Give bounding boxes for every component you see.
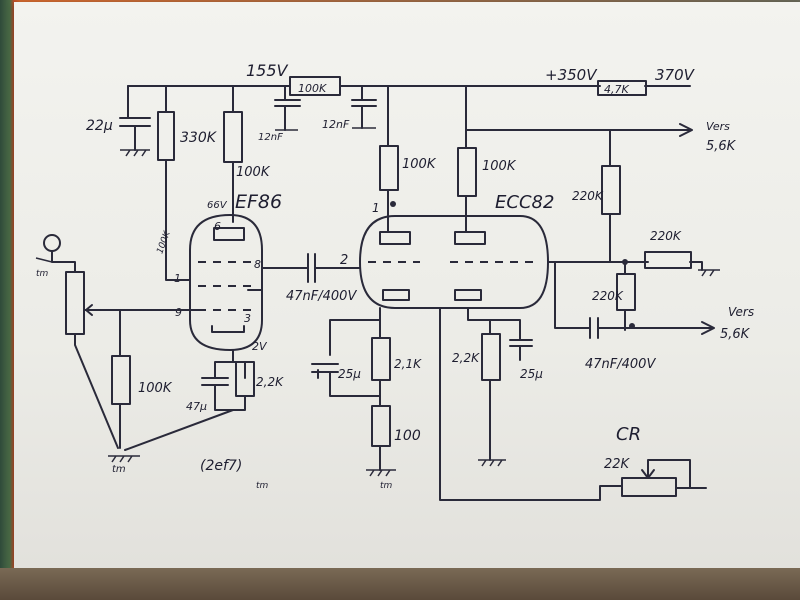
arrow-out-bottom-icon	[701, 321, 715, 335]
label-100-ohm: 100	[394, 428, 421, 444]
label-350v: +350V	[545, 66, 598, 84]
pot-wiper	[647, 459, 691, 489]
ecc82-anode-b	[454, 231, 486, 245]
label-cr: CR	[616, 424, 641, 445]
label-2k2-ecc: 2,2K	[452, 351, 480, 365]
ecc82-envelope	[359, 215, 549, 309]
label-47nf-out: 47nF/400V	[585, 357, 656, 372]
resistor-ecc82-cathode-b	[481, 333, 501, 381]
coupling-capacitor: 47nF/400V 2	[261, 253, 361, 304]
resistor-220k-c	[616, 273, 636, 311]
ef86-envelope	[189, 214, 263, 351]
ecc82-stage: 100K 1 100K ECC82 Vers 5,6K	[311, 85, 737, 501]
label-12nf-b: 12nF	[322, 118, 350, 131]
label-ground-2ef7: tm	[256, 481, 269, 491]
resistor-ef86-grid	[111, 355, 131, 405]
label-25u-b: 25µ	[520, 367, 543, 381]
resistor-4k7	[597, 80, 647, 96]
resistor-100-ohm	[371, 405, 391, 447]
arrow-out-top-icon	[679, 123, 693, 137]
label-ground-ecc-a: tm	[380, 481, 393, 491]
label-pin-8: 8	[254, 258, 261, 271]
output-section: 220K 220K 220K 47nF/400V Vers 5,6K	[547, 129, 754, 372]
resistor-330k	[157, 111, 175, 161]
potentiometer-cr	[621, 477, 677, 497]
label-220k-c: 220K	[592, 289, 624, 303]
table-edge	[0, 568, 800, 600]
label-out-top-val: 5,6K	[706, 139, 737, 154]
label-4k7: 4,7K	[604, 83, 629, 96]
supply-rail: 155V 100K +350V 4,7K 370V	[127, 61, 696, 96]
resistor-ecc82-cathode-a	[371, 337, 391, 381]
label-100k-grid: 100K	[138, 381, 173, 396]
ecc82-cathode-a	[382, 289, 410, 301]
decoupling-left: 22µ 330K 12nF 12nF	[86, 85, 377, 176]
resistor-220k-a	[601, 165, 621, 215]
label-out-top: Vers	[706, 120, 730, 133]
label-220k-b: 220K	[650, 229, 682, 243]
label-22k-pot: 22K	[604, 457, 631, 472]
label-220k-a: 220K	[572, 189, 604, 203]
potentiometer-input	[65, 271, 85, 335]
label-2v: 2V	[252, 340, 268, 353]
ef86-stage: 100K 66V EF86 6 1 8 9 3 2V 100K	[84, 85, 284, 491]
wiper-arrow-icon	[85, 304, 101, 316]
label-2k2-ef86: 2,2K	[256, 375, 284, 389]
label-2ef7: (2ef7)	[200, 458, 242, 474]
resistor-ef86-plate	[223, 111, 243, 163]
label-ground-ef86: tm	[112, 464, 126, 475]
label-155v: 155V	[246, 61, 289, 80]
resistor-220k-b	[644, 251, 692, 269]
label-pin-3: 3	[244, 312, 251, 325]
ecc82-anode-a	[379, 231, 411, 245]
label-100k-supply: 100K	[298, 82, 327, 95]
label-ground-input: tm	[36, 269, 49, 279]
label-pin-2: 2	[340, 253, 348, 268]
label-pin-9: 9	[175, 306, 182, 319]
ef86-cathode	[211, 325, 245, 333]
label-66v: 66V	[207, 200, 228, 211]
cr-control: CR 22K	[604, 424, 707, 497]
label-pin-6: 6	[214, 220, 221, 233]
label-100k-vertical: 100K	[155, 229, 173, 255]
label-370v: 370V	[655, 66, 696, 84]
ecc82-cathode-b	[454, 289, 482, 301]
input-jack-icon	[43, 234, 61, 252]
label-ef86-plate: 100K	[236, 165, 271, 180]
label-330k: 330K	[180, 130, 218, 146]
label-ecc82-pin1: 1	[372, 201, 380, 215]
label-ecc82-plate-b: 100K	[482, 159, 517, 174]
label-47nf-coupling: 47nF/400V	[286, 289, 357, 304]
input-volume-pot: tm tm	[35, 234, 140, 475]
label-ecc82: ECC82	[495, 192, 554, 213]
resistor-100k-supply	[289, 76, 341, 96]
ef86-anode	[213, 227, 245, 241]
resistor-ecc82-plate-a	[379, 145, 399, 191]
label-25u-a: 25µ	[338, 367, 361, 381]
label-22u: 22µ	[86, 118, 113, 134]
label-2k1: 2,1K	[394, 357, 422, 371]
label-ecc82-plate-a: 100K	[402, 157, 437, 172]
paper-sheet	[14, 2, 800, 568]
label-out-bottom: Vers	[728, 305, 754, 319]
label-pin-1: 1	[174, 272, 181, 285]
label-12nf-a: 12nF	[258, 132, 283, 143]
label-out-bottom-val: 5,6K	[720, 327, 751, 342]
label-47u: 47µ	[186, 400, 207, 413]
resistor-ecc82-plate-b	[457, 147, 477, 197]
wiper-arrow-cr-icon	[641, 469, 655, 479]
label-ef86: EF86	[235, 191, 282, 213]
